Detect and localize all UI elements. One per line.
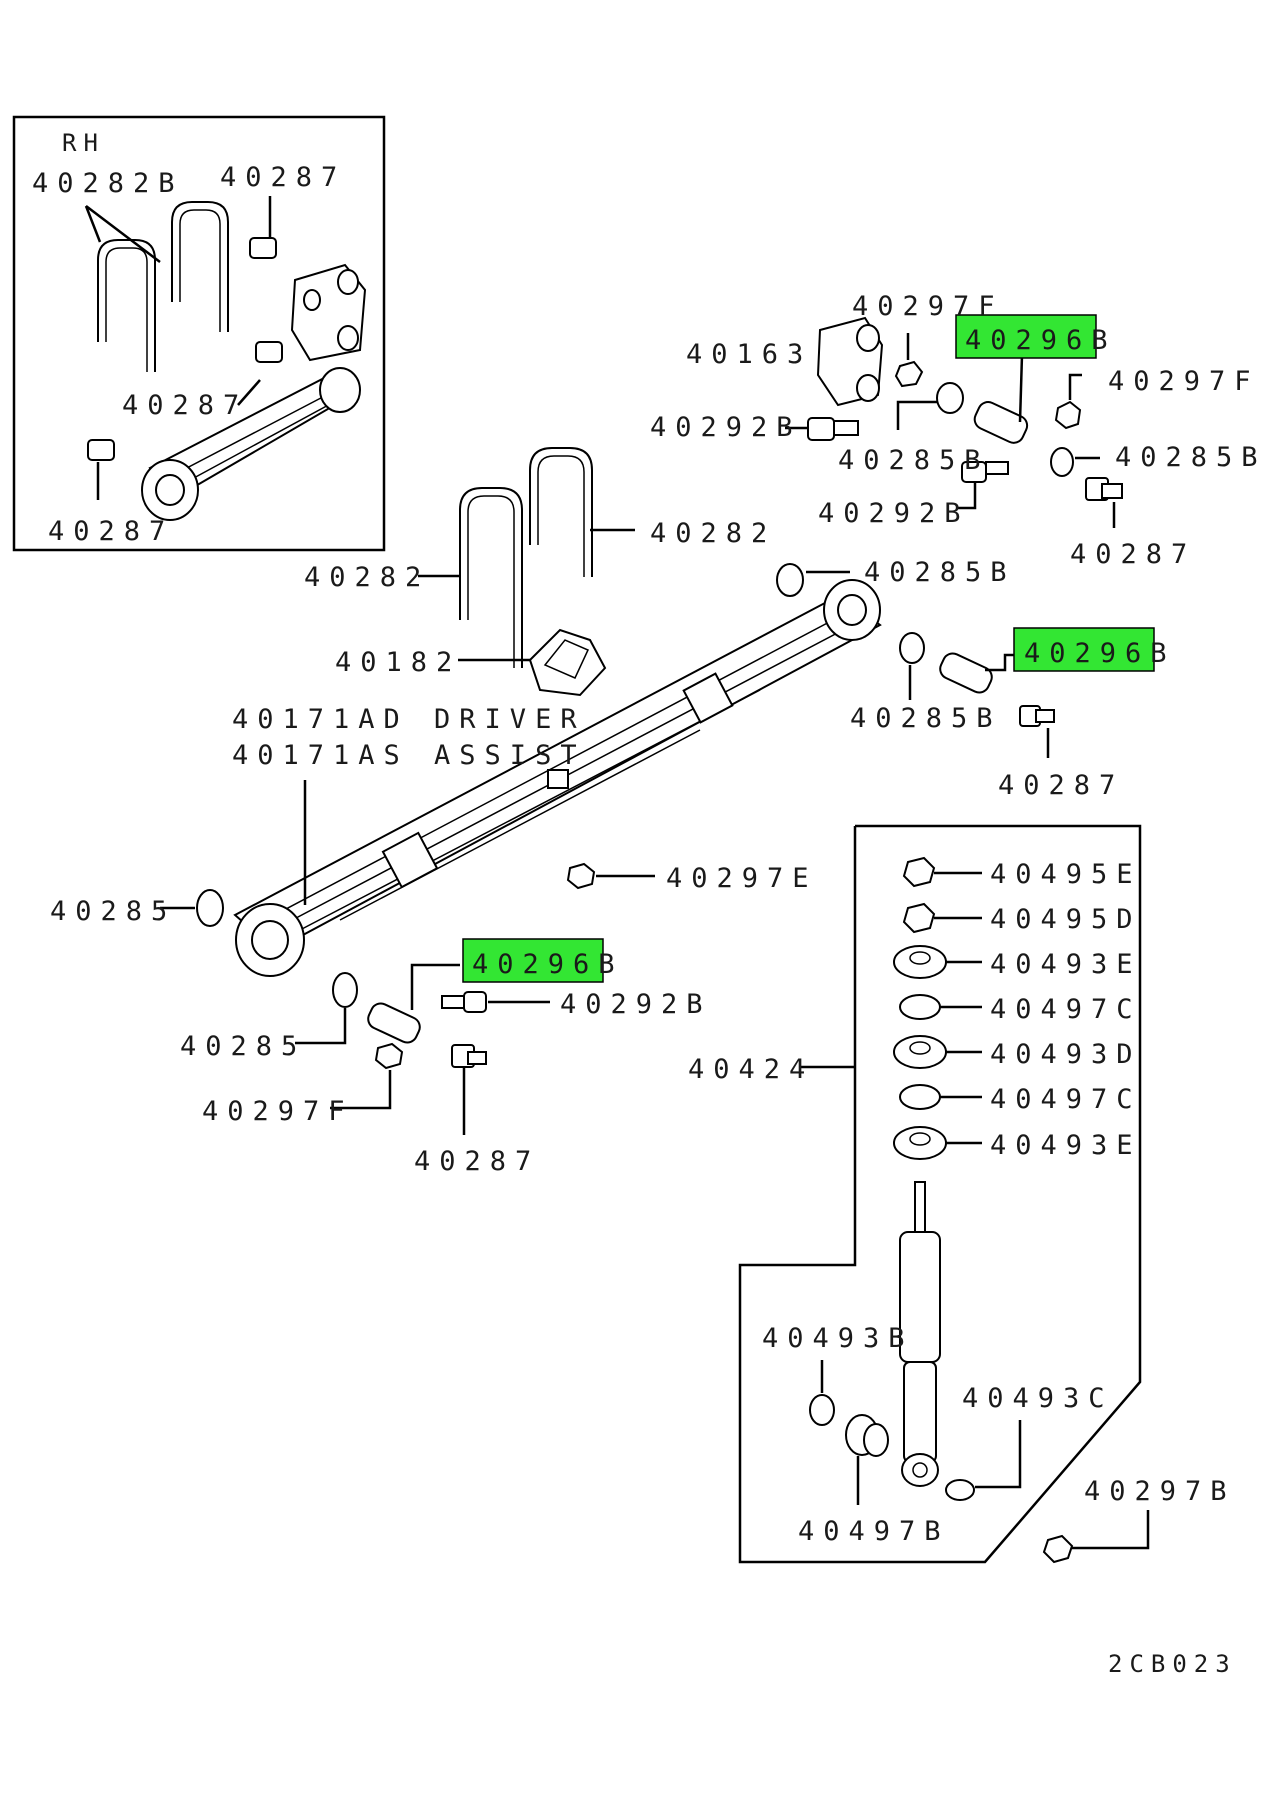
label-40285: 40285 xyxy=(50,896,176,927)
pad-40182 xyxy=(458,628,607,697)
bolt-40292B-top xyxy=(807,417,859,441)
label-40182: 40182 xyxy=(335,647,461,678)
cup-40493E-b xyxy=(893,1126,947,1160)
washer-40285 xyxy=(196,889,224,927)
inset-label-40287-mid: 40287 xyxy=(122,390,248,421)
label-40297F-top: 40297F xyxy=(852,291,1004,322)
inset-side-label: RH xyxy=(62,129,105,157)
label-40296B-mid: 40296B xyxy=(1024,638,1176,669)
washer-40285B-lower xyxy=(899,632,925,664)
shock-rod xyxy=(914,1181,926,1233)
highlight-40296B-top xyxy=(955,314,1097,359)
inset-hanger-bracket xyxy=(290,263,367,362)
bushing-40296B-mid xyxy=(939,652,993,694)
nut-40297F-right xyxy=(1054,400,1082,430)
main-u-bolts xyxy=(418,447,635,668)
label-40497C-a: 40497C xyxy=(990,994,1142,1025)
bushing-40296B-top xyxy=(973,401,1029,444)
nut-40297B xyxy=(1042,1534,1074,1564)
washer-40285B-top xyxy=(936,382,964,414)
washer-40285B-right xyxy=(1050,447,1074,477)
cup-40493E-a xyxy=(893,945,947,979)
label-40287-mid: 40287 xyxy=(998,770,1124,801)
inset-label-40287-top: 40287 xyxy=(220,162,346,193)
cup-40493D xyxy=(893,1035,947,1069)
nut-40495D xyxy=(902,902,936,934)
nut-40297F-top xyxy=(894,360,924,388)
label-40493E-b: 40493E xyxy=(990,1130,1142,1161)
label-40287-right: 40287 xyxy=(1070,539,1196,570)
shock-eye xyxy=(901,1453,939,1487)
label-40297F-low: 40297F xyxy=(202,1096,354,1127)
label-40296B-low: 40296B xyxy=(472,949,624,980)
label-40292B-low: 40292B xyxy=(560,989,712,1020)
rh-inset: RH 40282B 40287 40287 40287 xyxy=(12,115,386,552)
label-40171AD: 40171AD DRIVER xyxy=(232,704,586,735)
label-40495D: 40495D xyxy=(990,904,1142,935)
label-40297F-right: 40297F xyxy=(1108,366,1260,397)
shock-absorber-parts xyxy=(809,856,1150,1564)
label-40493C: 40493C xyxy=(962,1383,1114,1414)
shock-absorber-frame xyxy=(738,824,1142,1564)
highlight-40296B-low xyxy=(462,938,604,983)
label-40493D: 40493D xyxy=(990,1039,1142,1070)
washer-40493C xyxy=(945,1479,975,1501)
fitting-40287-right xyxy=(1085,477,1123,501)
nut-40297E xyxy=(566,862,596,890)
washer-40493B xyxy=(809,1394,835,1426)
label-40282-right: 40282 xyxy=(650,518,776,549)
front-hanger-group xyxy=(785,316,1123,528)
leaf-spring-40171 xyxy=(233,579,882,977)
bushing-40296B-low xyxy=(367,1002,421,1044)
label-40285B-right: 40285B xyxy=(1115,442,1267,473)
bushing-40497C-a xyxy=(899,994,941,1020)
label-40285B-mid: 40285B xyxy=(864,557,1016,588)
inset-u-bolts xyxy=(97,201,229,372)
diagram-code: 2CB023 xyxy=(1108,1650,1237,1678)
label-40285-low: 40285 xyxy=(180,1031,306,1062)
label-40297E: 40297E xyxy=(666,863,818,894)
label-40497B: 40497B xyxy=(798,1516,950,1547)
label-40296B-top: 40296B xyxy=(965,325,1117,356)
shock-lower-body xyxy=(903,1361,937,1463)
label-40297B: 40297B xyxy=(1084,1476,1236,1507)
label-40493B: 40493B xyxy=(762,1323,914,1354)
nut-40297F-low xyxy=(374,1042,404,1070)
label-40292B-top: 40292B xyxy=(650,412,802,443)
fitting-40287-mid xyxy=(1019,705,1055,727)
label-40497C-b: 40497C xyxy=(990,1084,1142,1115)
label-40424: 40424 xyxy=(688,1054,814,1085)
bolt-40292B-low xyxy=(441,991,487,1013)
label-40171AS: 40171AS ASSIST xyxy=(232,740,586,771)
label-40292B-mid: 40292B xyxy=(818,498,970,529)
washer-40285-low xyxy=(332,972,358,1008)
inset-label-40282B: 40282B xyxy=(32,168,184,199)
label-40493E-a: 40493E xyxy=(990,949,1142,980)
inset-label-40287-low: 40287 xyxy=(48,516,174,547)
label-40282-left: 40282 xyxy=(304,562,430,593)
inset-bolts xyxy=(87,237,283,461)
label-40163: 40163 xyxy=(686,339,812,370)
highlight-40296B-mid xyxy=(1013,627,1155,672)
label-40285B-lower: 40285B xyxy=(850,703,1002,734)
label-40287-low: 40287 xyxy=(414,1146,540,1177)
nut-40495E xyxy=(902,856,936,888)
washer-40285B-mid xyxy=(776,563,804,597)
fitting-40287-low xyxy=(451,1044,487,1068)
label-40495E: 40495E xyxy=(990,859,1142,890)
inset-leaf-spring xyxy=(141,367,361,521)
label-40285B-top: 40285B xyxy=(838,445,990,476)
bushing-40497C-b xyxy=(899,1084,941,1110)
